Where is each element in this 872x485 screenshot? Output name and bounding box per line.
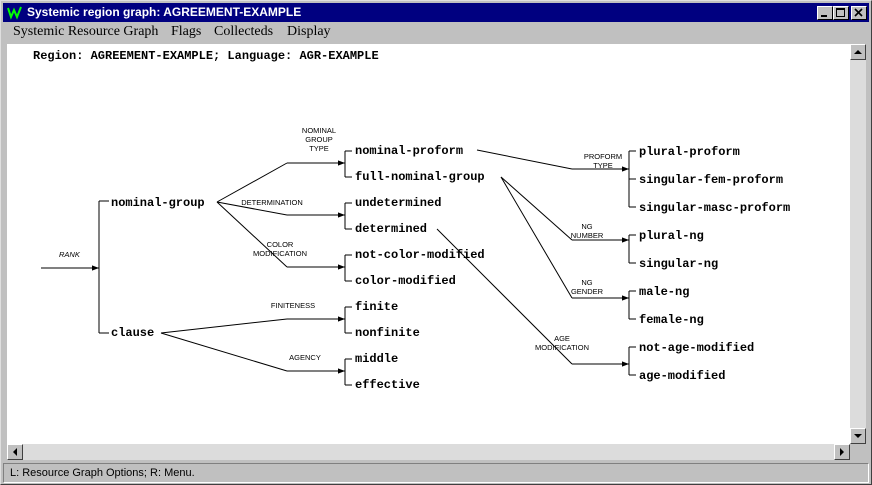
link-ng-number [500,176,573,241]
region-header: Region: AGREEMENT-EXAMPLE; Language: AGR… [33,49,379,63]
close-button[interactable] [851,6,867,20]
feature-color-modified[interactable]: color-modified [355,274,456,288]
system-label-determination: DETERMINATION [241,198,303,207]
feature-finite[interactable]: finite [355,300,398,314]
maximize-icon [836,8,845,17]
system-label-nominal-group-type-3: TYPE [309,144,329,153]
feature-full-nominal-group[interactable]: full-nominal-group [355,170,485,184]
feature-nominal-group[interactable]: nominal-group [111,196,205,210]
arrow-up-icon [854,50,862,54]
status-bar: L: Resource Graph Options; R: Menu. [3,463,869,483]
feature-determined[interactable]: determined [355,222,427,236]
scroll-down-button[interactable] [850,428,866,444]
arrow-down-icon [854,434,862,438]
feature-age-modified[interactable]: age-modified [639,369,725,383]
system-network-graph: Region: AGREEMENT-EXAMPLE; Language: AGR… [33,49,790,392]
scroll-left-button[interactable] [7,444,23,460]
arrow-left-icon [13,448,17,456]
link-color-modification [216,201,288,268]
feature-singular-ng[interactable]: singular-ng [639,257,718,271]
graph-connectors [41,149,636,386]
system-label-ng-number-1: NG [581,222,592,231]
feature-effective[interactable]: effective [355,378,420,392]
link-proform-type [476,149,573,170]
system-label-age-modification-2: MODIFICATION [535,343,589,352]
vertical-scrollbar[interactable] [850,44,866,444]
feature-not-color-modified[interactable]: not-color-modified [355,248,485,262]
arrow-right-icon [840,448,844,456]
minimize-icon [821,15,827,17]
system-label-nominal-group-type-2: GROUP [305,135,333,144]
link-nominal-group-type [216,162,288,203]
feature-plural-ng[interactable]: plural-ng [639,229,704,243]
feature-nonfinite[interactable]: nonfinite [355,326,420,340]
menu-systemic-resource-graph[interactable]: Systemic Resource Graph [13,24,159,39]
feature-male-ng[interactable]: male-ng [639,285,689,299]
close-icon [854,8,863,17]
scroll-right-button[interactable] [834,444,850,460]
graph-canvas[interactable]: Region: AGREEMENT-EXAMPLE; Language: AGR… [7,44,850,444]
title-bar[interactable]: Systemic region graph: AGREEMENT-EXAMPLE [3,3,869,22]
feature-undetermined[interactable]: undetermined [355,196,441,210]
link-agency [160,332,288,372]
feature-plural-proform[interactable]: plural-proform [639,145,740,159]
system-label-proform-type-2: TYPE [593,161,613,170]
link-ng-gender [500,176,573,299]
system-label-agency: AGENCY [289,353,321,362]
scroll-up-button[interactable] [850,44,866,60]
feature-nominal-proform[interactable]: nominal-proform [355,144,463,158]
system-label-nominal-group-type-1: NOMINAL [302,126,336,135]
feature-singular-masc-proform[interactable]: singular-masc-proform [639,201,790,215]
system-label-age-modification-1: AGE [554,334,570,343]
link-finiteness [160,318,288,334]
feature-singular-fem-proform[interactable]: singular-fem-proform [639,173,783,187]
system-label-color-modification-1: COLOR [267,240,294,249]
menu-display[interactable]: Display [287,24,331,39]
link-determination [216,201,288,216]
system-label-proform-type-1: PROFORM [584,152,622,161]
feature-female-ng[interactable]: female-ng [639,313,704,327]
feature-not-age-modified[interactable]: not-age-modified [639,341,754,355]
minimize-button[interactable] [817,6,833,20]
system-label-ng-gender-1: NG [581,278,592,287]
link-age-modification [436,228,573,365]
window-title: Systemic region graph: AGREEMENT-EXAMPLE [27,5,302,19]
system-label-rank: RANK [59,250,81,259]
system-label-color-modification-2: MODIFICATION [253,249,307,258]
maximize-button[interactable] [833,6,849,20]
graph-app-icon [7,5,23,20]
menu-bar: Systemic Resource Graph Flags Collecteds… [3,23,869,43]
system-label-ng-number-2: NUMBER [571,231,604,240]
system-label-ng-gender-2: GENDER [571,287,604,296]
status-text: L: Resource Graph Options; R: Menu. [10,467,195,479]
menu-collecteds[interactable]: Collecteds [214,24,274,39]
feature-clause[interactable]: clause [111,326,154,340]
scrollbar-corner [850,444,866,460]
horizontal-scrollbar[interactable] [7,444,850,460]
system-label-finiteness: FINITENESS [271,301,315,310]
feature-middle[interactable]: middle [355,352,398,366]
menu-flags[interactable]: Flags [171,24,202,39]
